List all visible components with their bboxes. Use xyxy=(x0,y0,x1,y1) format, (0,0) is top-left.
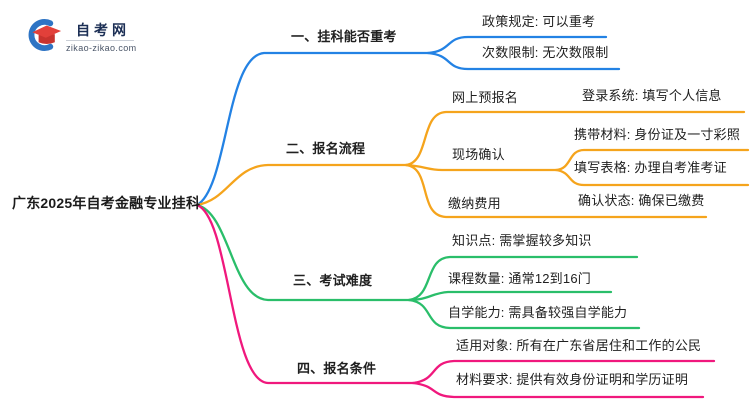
branch2-label: 二、报名流程 xyxy=(286,141,366,156)
branch3-label: 三、考试难度 xyxy=(293,273,373,288)
branch4-leaf1-connector xyxy=(411,359,716,385)
branch3-connector xyxy=(195,203,411,302)
branch4-label: 四、报名条件 xyxy=(297,361,377,376)
graduation-cap-icon xyxy=(28,19,62,51)
branch4-leaf2-connector xyxy=(411,381,705,399)
branch1-leaf1-label: 政策规定: 可以重考 xyxy=(482,14,596,29)
branch3-leaf2-connector xyxy=(407,290,613,302)
branch2-child2-leaf1-connector xyxy=(554,148,750,172)
branch2-child2-leaf1-label: 携带材料: 身份证及一寸彩照 xyxy=(574,127,741,142)
branch3-leaf3-label: 自学能力: 需具备较强自学能力 xyxy=(448,305,628,320)
site-domain: zikao-zikao.com xyxy=(66,43,137,53)
branch1-leaf2-connector xyxy=(426,51,621,71)
branch2-child1-connector xyxy=(404,110,746,167)
branch3-leaf2-label: 课程数量: 通常12到16门 xyxy=(448,271,591,286)
branch3-leaf1-connector xyxy=(407,255,639,302)
branch4-connector xyxy=(195,203,415,385)
branch2-connector xyxy=(195,163,408,207)
branch4-leaf2-label: 材料要求: 提供有效身份证明和学历证明 xyxy=(456,372,689,387)
root-topic: 广东2025年自考金融专业挂科 xyxy=(12,195,201,211)
site-logo: 自考网 zikao-zikao.com xyxy=(24,12,174,58)
branch3-leaf1-label: 知识点: 需掌握较多知识 xyxy=(452,233,592,248)
branch4-leaf1-label: 适用对象: 所有在广东省居住和工作的公民 xyxy=(456,338,702,353)
logo-divider xyxy=(66,40,134,41)
branch2-child2-leaf2-connector xyxy=(554,168,750,187)
branch2-child1-label: 网上预报名 xyxy=(452,90,519,105)
branch1-leaf1-connector xyxy=(426,35,608,55)
branch2-child2-label: 现场确认 xyxy=(452,147,505,162)
branch3-leaf3-connector xyxy=(407,298,641,330)
branch2-child3-connector xyxy=(404,163,708,219)
branch1-label: 一、挂科能否重考 xyxy=(291,29,397,44)
branch2-child2-leaf2-label: 填写表格: 办理自考准考证 xyxy=(574,160,727,175)
branch2-child2-connector xyxy=(404,163,558,172)
branch2-child3-leaf1-label: 确认状态: 确保已缴费 xyxy=(578,193,705,208)
branch1-connector xyxy=(195,51,430,207)
branch2-child3-label: 缴纳费用 xyxy=(448,196,501,211)
branch2-child1-leaf1-label: 登录系统: 填写个人信息 xyxy=(582,88,722,103)
branch1-leaf2-label: 次数限制: 无次数限制 xyxy=(482,45,609,60)
site-name: 自考网 xyxy=(76,22,130,38)
